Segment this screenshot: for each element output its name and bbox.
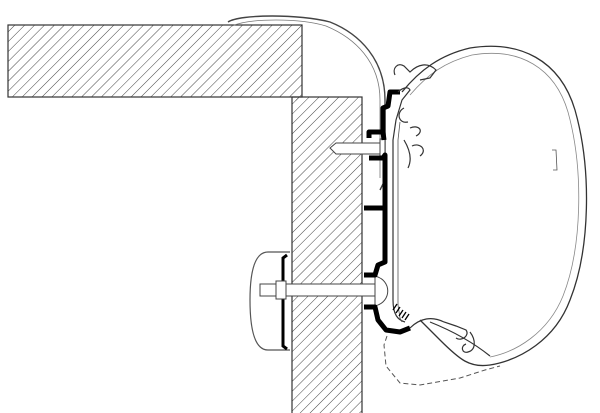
roof-beam bbox=[7, 24, 303, 98]
clamp-knob bbox=[249, 251, 290, 351]
lower-bolt bbox=[259, 275, 389, 307]
upper-hook-profile bbox=[393, 64, 437, 169]
adapter-rail-profile bbox=[364, 89, 411, 335]
spring-coil bbox=[392, 303, 410, 321]
lower-hook-profile bbox=[409, 318, 475, 353]
bracket-dashed-outline bbox=[383, 335, 501, 386]
rain-cover-strip bbox=[227, 15, 386, 191]
awning-casing bbox=[401, 45, 588, 367]
wall-section bbox=[7, 24, 363, 413]
